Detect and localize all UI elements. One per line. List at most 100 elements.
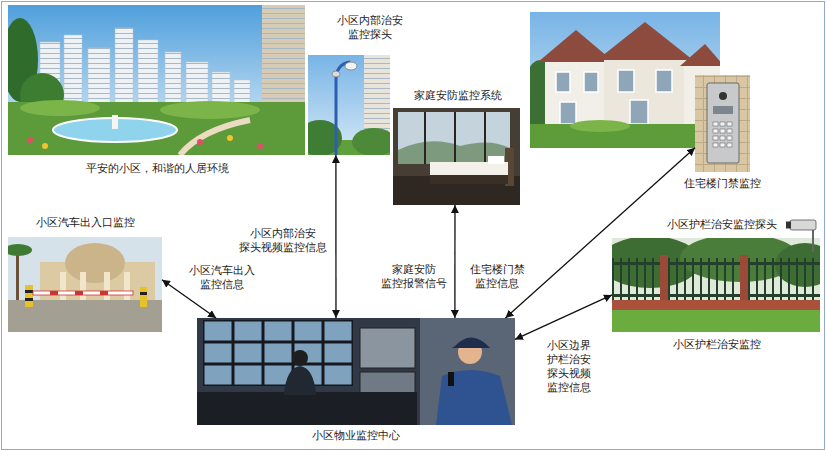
drawing-rect — [424, 112, 426, 164]
drawing-rect — [16, 250, 19, 300]
drawing-rect — [393, 108, 520, 205]
drawing-rect — [25, 298, 33, 301]
connector-arrow — [454, 205, 455, 318]
drawing-rect — [80, 272, 86, 302]
edge-label: 住宅楼门禁 监控信息 — [468, 262, 527, 292]
drawing-rect — [812, 230, 814, 252]
drawing-rect — [560, 102, 576, 124]
drawing-rect — [727, 129, 732, 133]
caption-label: 小区内部治安 监控探头 — [337, 14, 403, 42]
drawing-rect — [484, 112, 486, 164]
caption-label: 小区物业监控中心 — [312, 429, 400, 443]
photo-node: 家庭安防监控系统 — [393, 108, 520, 205]
drawing-rect — [707, 83, 739, 163]
drawing-rect — [630, 100, 648, 124]
villa-photo — [530, 12, 720, 148]
drawing-rect — [604, 56, 686, 130]
door-entry-photo — [695, 75, 750, 172]
drawing-ellipse — [570, 120, 630, 132]
drawing-ellipse — [160, 101, 260, 119]
drawing-rect — [50, 291, 58, 295]
drawing-rect — [33, 291, 133, 295]
drawing-circle — [42, 143, 48, 149]
drawing-rect — [360, 328, 415, 368]
drawing-rect — [612, 258, 820, 300]
drawing-rect — [454, 112, 456, 164]
drawing-rect — [612, 310, 820, 332]
drawing-path — [436, 370, 512, 425]
drawing-rect — [790, 220, 816, 230]
heading-label: 小区护栏治安监控探头 — [667, 218, 777, 232]
drawing-rect — [360, 372, 415, 394]
drawing-rect — [530, 12, 720, 148]
drawing-rect — [727, 122, 732, 126]
drawing-rect — [720, 143, 725, 147]
drawing-rect — [720, 136, 725, 140]
bedroom-photo — [393, 108, 520, 205]
drawing-rect — [75, 291, 83, 295]
drawing-ellipse — [20, 100, 100, 116]
drawing-path — [284, 366, 316, 395]
drawing-rect — [713, 143, 718, 147]
drawing-rect — [612, 294, 820, 297]
drawing-rect — [720, 129, 725, 133]
drawing-polygon — [680, 44, 720, 66]
drawing-rect — [713, 122, 718, 126]
drawing-rect — [8, 5, 305, 155]
drawing-rect — [430, 162, 508, 184]
drawing-rect — [124, 272, 130, 302]
drawing-rect — [656, 70, 672, 92]
drawing-rect — [203, 320, 353, 386]
drawing-rect — [556, 72, 570, 92]
drawing-rect — [112, 115, 118, 129]
caption-label: 家庭安防监控系统 — [414, 89, 502, 103]
drawing-rect — [545, 58, 607, 130]
drawing-rect — [720, 122, 725, 126]
drawing-rect — [140, 287, 147, 307]
drawing-path — [180, 120, 250, 155]
drawing-rect — [25, 285, 33, 307]
drawing-rect — [584, 72, 598, 92]
drawing-rect — [612, 262, 820, 265]
caption-label: 小区护栏治安监控 — [673, 338, 761, 352]
drawing-rect — [448, 372, 454, 386]
fence-photo — [612, 238, 820, 332]
drawing-circle — [719, 92, 727, 100]
photo-node: 平安的小区，和谐的人居环境 — [8, 5, 305, 155]
drawing-rect — [713, 129, 718, 133]
photo-node: 小区汽车出入口监控 — [8, 237, 162, 332]
connector-arrow — [505, 148, 695, 318]
drawing-polygon — [597, 22, 693, 60]
photo-node: 小区物业监控中心 — [197, 318, 515, 425]
drawing-rect — [727, 136, 732, 140]
drawing-rect — [140, 292, 147, 295]
edge-label: 小区边界 护栏治安 探头视频 监控信息 — [545, 338, 593, 396]
drawing-rect — [713, 136, 718, 140]
drawing-rect — [740, 255, 748, 302]
drawing-circle — [292, 350, 308, 366]
edge-label: 家庭安防 监控报警信号 — [379, 262, 449, 292]
drawing-rect — [420, 318, 515, 425]
photo-node: 小区护栏治安监控探头小区护栏治安监控 — [612, 238, 820, 332]
caption-label: 平安的小区，和谐的人居环境 — [86, 162, 229, 176]
control-room-photo — [197, 318, 515, 425]
drawing-circle — [27, 137, 33, 143]
drawing-rect — [398, 112, 510, 164]
connector-arrow — [515, 295, 612, 339]
photo-node: 住宅楼门禁监控 — [695, 75, 750, 172]
drawing-rect — [100, 291, 108, 295]
drawing-circle — [257, 143, 263, 149]
drawing-rect — [25, 290, 33, 293]
drawing-rect — [60, 272, 66, 302]
drawing-ellipse — [332, 71, 340, 77]
drawing-g — [713, 122, 732, 147]
caption-label: 小区汽车出入口监控 — [36, 216, 135, 230]
caption-label: 住宅楼门禁监控 — [684, 177, 761, 191]
edge-label: 小区汽车出入 监控信息 — [187, 263, 257, 293]
camera-icon — [786, 220, 816, 252]
drawing-rect — [695, 75, 750, 172]
drawing-ellipse — [352, 128, 390, 155]
drawing-circle — [197, 139, 203, 145]
